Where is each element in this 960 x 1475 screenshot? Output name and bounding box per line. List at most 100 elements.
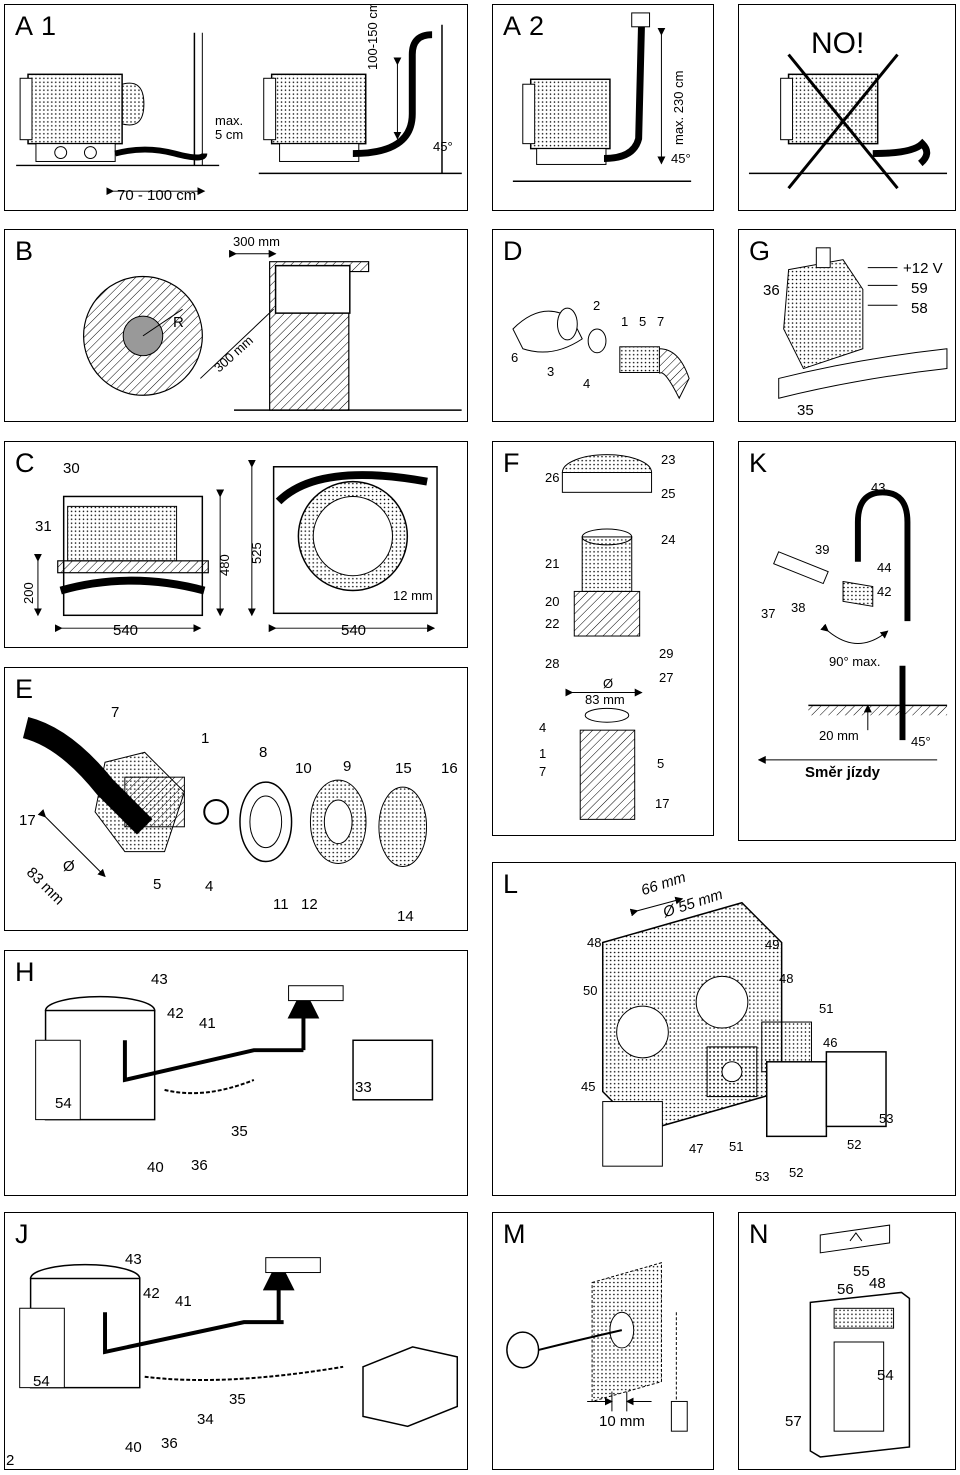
part-21: 21 xyxy=(545,556,560,571)
part-52-bottom: 52 xyxy=(789,1165,804,1180)
part-23: 23 xyxy=(661,452,676,467)
part-15: 15 xyxy=(395,760,412,777)
part-36: 36 xyxy=(763,282,780,299)
part-37: 37 xyxy=(761,606,776,621)
part-59: 59 xyxy=(911,280,928,297)
part-40: 40 xyxy=(147,1159,164,1176)
panel-n: N 55 56 48 54 57 xyxy=(738,1212,956,1470)
part-4: 4 xyxy=(205,878,214,895)
height-200: 200 xyxy=(21,582,36,604)
panel-c: C 30 31 480 525 200 540 540 12 mm xyxy=(4,441,468,648)
part-48-right: 48 xyxy=(779,971,794,986)
fuel-pipe xyxy=(854,489,911,622)
radius-label: R xyxy=(173,314,184,331)
part-56: 56 xyxy=(837,1281,854,1298)
panel-title: H xyxy=(15,957,36,987)
end-cap xyxy=(378,786,428,867)
part-54: 54 xyxy=(55,1095,72,1112)
height-label: 100-150 cm xyxy=(365,4,380,70)
heater-a1-left xyxy=(19,73,145,162)
part-12: 12 xyxy=(301,896,318,913)
wall-opening xyxy=(274,264,351,314)
no-label: NO! xyxy=(811,27,865,60)
panel-title: K xyxy=(749,448,769,478)
exhaust-riser-a2 xyxy=(603,19,646,162)
panel-a1: A 1 max. 5 cm 70 - 100 cm 100-150 cm 45° xyxy=(4,4,468,211)
width-540-left: 540 xyxy=(113,622,139,639)
part-35: 35 xyxy=(231,1123,248,1140)
part-10: 10 xyxy=(295,760,312,777)
dim-10mm: 10 mm xyxy=(599,1413,645,1430)
part-7: 7 xyxy=(111,704,120,721)
part-28: 28 xyxy=(545,656,560,671)
panel-title: M xyxy=(503,1219,527,1249)
part-22: 22 xyxy=(545,616,560,631)
height-480: 480 xyxy=(217,554,232,576)
part-34: 34 xyxy=(197,1411,214,1428)
width-540-right: 540 xyxy=(341,622,367,639)
part-33: 33 xyxy=(355,1079,372,1096)
part-51-bottom: 51 xyxy=(729,1139,744,1154)
part-49: 49 xyxy=(765,937,780,952)
part-38: 38 xyxy=(791,600,806,615)
part-1: 1 xyxy=(201,730,210,747)
angle-label: 45° xyxy=(433,139,453,154)
part-46: 46 xyxy=(823,1035,838,1050)
voltage-label: +12 V xyxy=(903,260,943,277)
part-41: 41 xyxy=(175,1293,192,1310)
part-58: 58 xyxy=(911,300,928,317)
part-35: 35 xyxy=(797,402,814,419)
part-1: 1 xyxy=(621,314,629,329)
panel-title: A 1 xyxy=(15,11,58,41)
water-tank xyxy=(352,1039,434,1101)
frame xyxy=(765,1061,828,1138)
diameter-symbol: Ø xyxy=(603,676,614,691)
angle-90-max: 90° max. xyxy=(829,654,881,669)
part-36: 36 xyxy=(161,1435,178,1452)
part-42: 42 xyxy=(877,584,892,599)
max-5cm-label: 5 cm xyxy=(215,127,244,142)
part-40: 40 xyxy=(125,1439,142,1456)
part-16: 16 xyxy=(441,760,458,777)
gap-12mm: 12 mm xyxy=(393,588,433,603)
part-53-bottom: 53 xyxy=(755,1169,770,1184)
panel-title: F xyxy=(503,448,521,478)
part-55: 55 xyxy=(853,1263,870,1280)
panel-a2: A 2 max. 230 cm 45° xyxy=(492,4,714,211)
part-39: 39 xyxy=(815,542,830,557)
diameter-symbol: Ø xyxy=(63,858,75,875)
part-47: 47 xyxy=(689,1141,704,1156)
panel-e: E 7 1 8 10 9 15 16 17 Ø 83 mm 5 4 11 12 … xyxy=(4,667,468,931)
part-8: 8 xyxy=(259,744,268,761)
part-11: 11 xyxy=(273,896,289,913)
part-2: 2 xyxy=(593,298,601,313)
cross-line-2 xyxy=(787,53,899,190)
part-4: 4 xyxy=(583,376,591,391)
part-52-right: 52 xyxy=(847,1137,862,1152)
panel-title: A 2 xyxy=(503,11,546,41)
part-50: 50 xyxy=(583,983,598,998)
part-27: 27 xyxy=(659,670,674,685)
part-57: 57 xyxy=(785,1413,802,1430)
panel-m: M 10 mm xyxy=(492,1212,714,1470)
part-20: 20 xyxy=(545,594,560,609)
panel-title: D xyxy=(503,236,524,266)
panel-title: N xyxy=(749,1219,770,1249)
page-number: 2 xyxy=(6,1452,15,1469)
panel-g: G 36 +12 V 59 58 35 xyxy=(738,229,956,422)
water-tank xyxy=(362,1346,459,1428)
panel-l: L 66 mm Ø 55 mm 48 49 50 48 51 46 45 53 … xyxy=(492,862,956,1196)
water-line xyxy=(103,1312,284,1355)
part-5: 5 xyxy=(639,314,647,329)
part-42: 42 xyxy=(143,1285,160,1302)
part-44: 44 xyxy=(877,560,892,575)
part-4: 4 xyxy=(539,720,547,735)
panel-k: K 43 39 44 42 37 38 90° max. 20 mm 45° S… xyxy=(738,441,956,841)
part-31: 31 xyxy=(35,518,52,535)
part-17: 17 xyxy=(655,796,670,811)
part-24: 24 xyxy=(661,532,676,547)
part-1: 1 xyxy=(539,746,547,761)
part-43: 43 xyxy=(125,1251,142,1268)
part-30: 30 xyxy=(63,460,80,477)
part-5: 5 xyxy=(153,876,162,893)
